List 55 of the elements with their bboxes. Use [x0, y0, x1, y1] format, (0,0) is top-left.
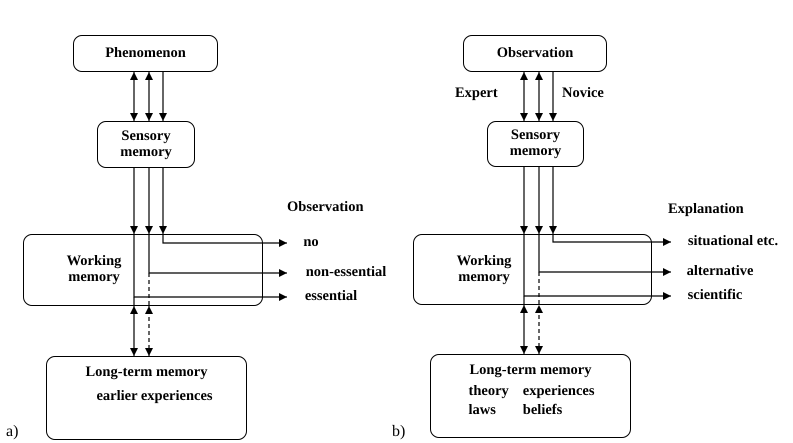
box-title: Phenomenon	[105, 46, 186, 62]
outcome-label: situational etc.	[675, 232, 791, 252]
memory-box	[430, 354, 631, 438]
annotation-label: Expert	[455, 85, 498, 102]
arrow	[159, 72, 167, 121]
box-title: Long-term memory	[470, 363, 592, 379]
annotation-label: Explanation	[668, 201, 744, 218]
memory-box	[23, 234, 263, 306]
panel-letter: b)	[392, 423, 406, 441]
memory-content: experiences	[522, 384, 594, 400]
memory-box	[73, 35, 218, 72]
memory-content: earlier experiences	[96, 388, 213, 405]
arrow	[148, 234, 287, 277]
memory-box	[413, 234, 652, 305]
box-title: Sensory memory	[119, 128, 173, 160]
box-title: Long-term memory	[86, 365, 208, 381]
box-title: Working memory	[456, 254, 512, 286]
outcome-label: scientific	[675, 286, 755, 306]
annotation-label: Novice	[562, 85, 604, 102]
arrow	[130, 306, 138, 356]
outcome-label: essential	[291, 287, 371, 307]
outcome-label: non-essential	[291, 263, 401, 283]
arrow	[549, 167, 557, 234]
arrow	[145, 168, 153, 234]
arrow	[535, 167, 543, 234]
arrow	[549, 72, 557, 121]
arrow	[520, 167, 528, 234]
arrow	[130, 72, 138, 121]
arrow	[538, 234, 671, 276]
arrow	[145, 72, 153, 121]
arrow	[520, 305, 528, 354]
memory-content: laws	[468, 402, 497, 419]
arrow	[130, 168, 138, 234]
box-title: Sensory memory	[508, 128, 562, 160]
arrow	[523, 234, 671, 300]
annotation-label: Observation	[287, 199, 364, 216]
memory-content: beliefs	[522, 402, 564, 419]
arrow	[552, 234, 671, 246]
arrow	[535, 305, 543, 354]
outcome-label: no	[291, 233, 331, 253]
arrow	[145, 306, 153, 356]
arrow	[159, 168, 167, 234]
arrow	[133, 234, 287, 301]
memory-box	[46, 356, 247, 440]
panel-letter: a)	[6, 423, 18, 441]
arrow	[535, 72, 543, 121]
memory-box	[487, 121, 584, 167]
memory-content: theory	[468, 384, 509, 400]
memory-box	[97, 121, 195, 168]
arrow	[520, 72, 528, 121]
memory-box	[463, 35, 607, 72]
box-title: Observation	[496, 46, 574, 62]
box-title: Working memory	[66, 254, 122, 286]
arrow	[162, 234, 287, 247]
outcome-label: alternative	[675, 262, 765, 282]
